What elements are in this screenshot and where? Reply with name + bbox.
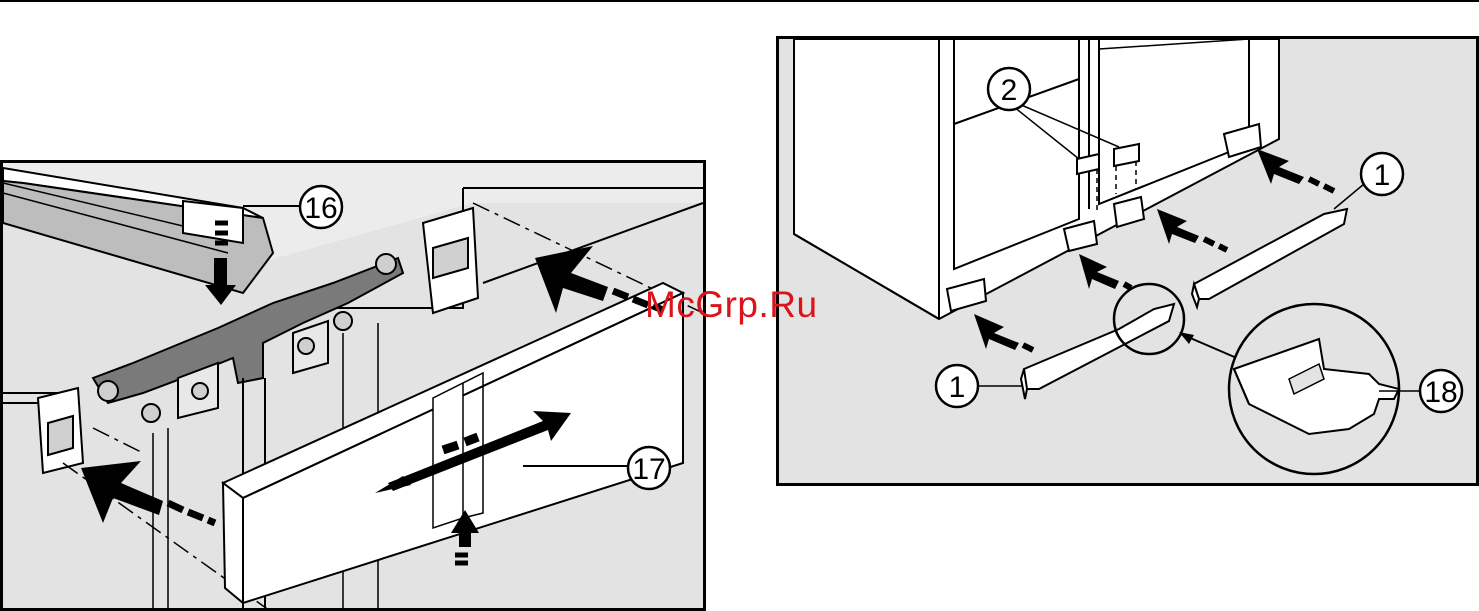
push-arrow-right [535, 246, 663, 313]
right-clip [423, 208, 478, 313]
arrow-upper-right [1257, 149, 1334, 191]
plinth-piece-upper [1192, 209, 1347, 307]
callout-18-label: 18 [1424, 376, 1457, 409]
left-illustration: 16 17 [3, 163, 706, 611]
callout-1-upper-label: 1 [1374, 159, 1391, 192]
zoom-detail-circle [1229, 304, 1399, 474]
callout-16-label: 16 [304, 192, 337, 225]
right-illustration: 2 [779, 39, 1479, 486]
right-illustration-panel: 2 [776, 36, 1479, 486]
callout-1-lower: 1 [936, 365, 1022, 407]
left-illustration-panel: 16 17 [0, 160, 706, 611]
push-arrow-left [81, 461, 215, 523]
watermark-text: McGrp.Ru [645, 284, 818, 326]
plinth-piece-lower [1021, 304, 1174, 399]
left-clip [38, 388, 83, 473]
callout-1-upper: 1 [1334, 153, 1403, 209]
callout-1-lower-label: 1 [949, 371, 966, 404]
top-rule [0, 0, 1479, 2]
callout-2-label: 2 [1001, 74, 1018, 107]
callout-17-label: 17 [632, 453, 665, 486]
arrow-lower-middle [1079, 254, 1131, 289]
arrow-lower-left [974, 314, 1033, 350]
arrow-middle [1157, 209, 1227, 250]
zoom-connector [1179, 332, 1239, 359]
